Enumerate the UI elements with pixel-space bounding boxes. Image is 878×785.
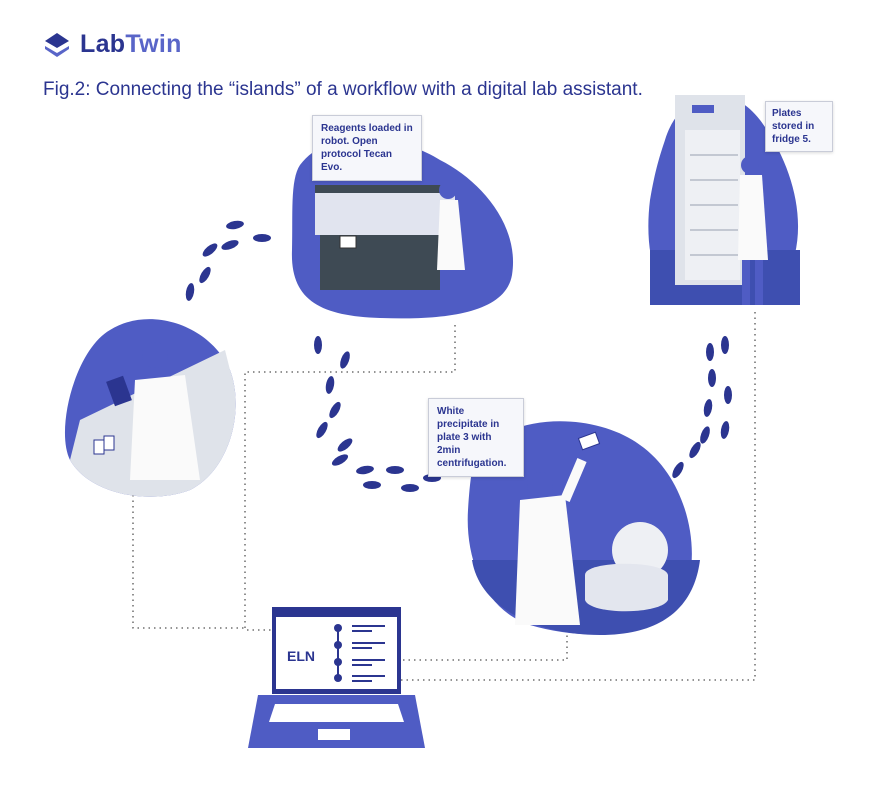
footprint — [331, 454, 349, 466]
labtwin-logo: LabTwin — [42, 30, 182, 59]
footprint — [337, 438, 353, 452]
footprint — [199, 266, 211, 284]
footprint — [386, 466, 404, 474]
footprint — [708, 369, 716, 387]
callout-fridge: Plates stored in fridge 5. — [765, 101, 833, 152]
callout-robot: Reagents loaded in robot. Open protocol … — [312, 115, 422, 181]
footprint — [325, 376, 335, 394]
footprint — [721, 336, 729, 354]
figure-title: Fig.2: Connecting the “islands” of a wor… — [43, 79, 643, 100]
footprints — [185, 220, 732, 492]
footprint — [672, 461, 684, 479]
robot-island — [291, 138, 514, 319]
footprint — [700, 426, 710, 444]
logo-diamond-icon — [45, 32, 69, 57]
footprint — [706, 343, 714, 361]
footprint — [703, 399, 713, 417]
footprint — [185, 283, 195, 301]
footprint — [202, 243, 218, 257]
footprint — [253, 234, 271, 242]
footprint — [329, 401, 341, 419]
footprint — [221, 240, 239, 250]
logo-text-twin: Twin — [125, 30, 182, 58]
connector-lines — [132, 312, 756, 681]
logo-text-lab: Lab — [80, 30, 126, 58]
callout-centrifuge: White precipitate in plate 3 with 2min c… — [428, 398, 524, 477]
footprint — [720, 421, 730, 439]
footprint — [226, 220, 244, 230]
footprint — [689, 441, 701, 459]
footprint — [363, 481, 381, 489]
eln-label: ELN — [287, 648, 315, 664]
footprint — [401, 484, 419, 492]
footprint — [314, 336, 322, 354]
footprint — [356, 465, 374, 475]
footprint — [724, 386, 732, 404]
footprint — [340, 351, 350, 369]
footprint — [316, 421, 328, 439]
notebook-island — [64, 319, 236, 497]
laptop — [248, 607, 425, 748]
fridge-island — [648, 95, 800, 305]
